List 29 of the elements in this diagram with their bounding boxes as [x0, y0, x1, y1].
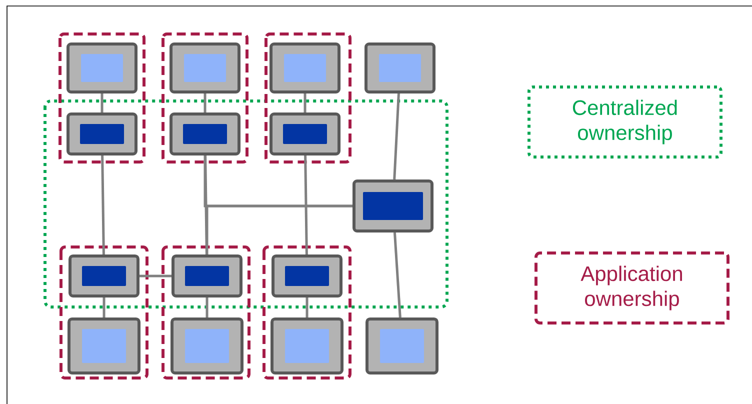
computer-box — [366, 318, 438, 374]
computer-box — [364, 42, 436, 94]
computer-box — [170, 318, 244, 374]
connector-line — [204, 94, 206, 112]
connector-line — [140, 274, 172, 278]
connector-line — [393, 93, 400, 180]
computer-box — [66, 42, 138, 94]
connector-line — [306, 298, 308, 318]
connector-line — [102, 298, 106, 318]
dotted-legend-box: Centralized ownership — [528, 86, 722, 158]
connector-line — [206, 204, 352, 254]
connector-line — [100, 94, 104, 112]
computer-box — [270, 318, 344, 374]
connector-line — [206, 298, 208, 318]
switch-box — [272, 254, 342, 298]
switch-box — [352, 180, 434, 232]
switch-box — [170, 112, 240, 156]
computer-box — [68, 318, 141, 374]
switch-box — [68, 254, 140, 298]
dashed-legend-box: Application ownership — [534, 252, 730, 324]
connector-line — [304, 94, 306, 112]
switch-box — [270, 112, 340, 156]
computer-box — [270, 42, 340, 94]
connector-line — [304, 155, 308, 254]
computer-box — [170, 42, 240, 94]
connector-line — [393, 232, 402, 318]
switch-box — [66, 112, 138, 156]
switch-box — [172, 254, 242, 298]
connector-line — [101, 155, 105, 254]
